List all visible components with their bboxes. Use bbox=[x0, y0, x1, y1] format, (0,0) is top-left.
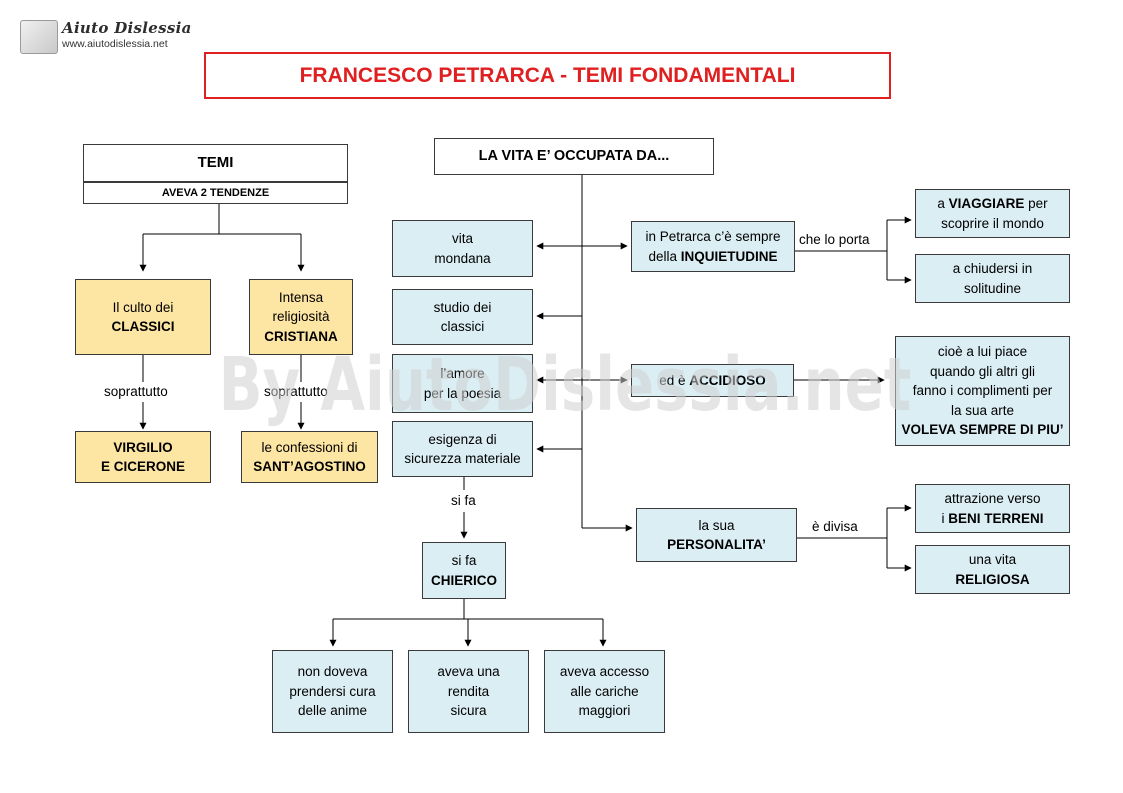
accidioso-line-b: ACCIDIOSO bbox=[689, 372, 766, 388]
sicurezza-box: esigenza di sicurezza materiale bbox=[392, 421, 533, 477]
complimenti-line-1: cioè a lui piace bbox=[937, 344, 1028, 360]
confessioni-line-1: le confessioni di bbox=[261, 439, 358, 455]
soprattutto-label-1: soprattutto bbox=[104, 384, 168, 399]
religiosita-box: Intensa religiosità CRISTIANA bbox=[249, 279, 353, 355]
accidioso-line-a: ed è bbox=[659, 372, 690, 388]
virgilio-box: VIRGILIO E CICERONE bbox=[75, 431, 211, 483]
tendenze-label: AVEVA 2 TENDENZE bbox=[161, 187, 270, 199]
rendita-line-2: rendita bbox=[447, 683, 490, 699]
rendita-box: aveva una rendita sicura bbox=[408, 650, 529, 733]
cariche-box: aveva accesso alle cariche maggiori bbox=[544, 650, 665, 733]
complimenti-box: cioè a lui piace quando gli altri gli fa… bbox=[895, 336, 1070, 446]
solitudine-box: a chiudersi in solitudine bbox=[915, 254, 1070, 303]
solitudine-line-1: a chiudersi in bbox=[952, 261, 1033, 276]
logo-name: Aiuto Dislessia bbox=[62, 19, 192, 37]
religiosa-line-2: RELIGIOSA bbox=[955, 571, 1030, 587]
chierico-line-2: CHIERICO bbox=[430, 572, 497, 588]
complimenti-line-5: VOLEVA SEMPRE DI PIU’ bbox=[901, 422, 1064, 438]
si-fa-label: si fa bbox=[451, 493, 476, 508]
anime-line-2: prendersi cura bbox=[289, 683, 376, 699]
beni-terreni-line-2a: i bbox=[941, 510, 949, 526]
beni-terreni-box: attrazione verso i BENI TERRENI bbox=[915, 484, 1070, 533]
religiosa-box: una vita RELIGIOSA bbox=[915, 545, 1070, 594]
classici-line-1: Il culto dei bbox=[112, 299, 174, 315]
viaggiare-line-1c: per bbox=[1024, 196, 1048, 211]
sicurezza-line-2: sicurezza materiale bbox=[404, 451, 521, 466]
religiosita-line-3: CRISTIANA bbox=[264, 328, 338, 344]
cariche-line-2: alle cariche bbox=[570, 683, 639, 699]
personalita-line-2: PERSONALITA’ bbox=[667, 537, 766, 552]
viaggiare-line-1a: a bbox=[937, 196, 949, 211]
anime-line-1: non doveva bbox=[297, 664, 368, 680]
personalita-line-1: la sua bbox=[698, 517, 735, 533]
viaggiare-line-1b: VIAGGIARE bbox=[948, 196, 1025, 211]
temi-box: TEMI bbox=[83, 144, 348, 182]
solitudine-line-2: solitudine bbox=[963, 280, 1022, 296]
vita-mondana-box: vita mondana bbox=[392, 220, 533, 277]
vita-mondana-line-2: mondana bbox=[434, 250, 491, 266]
site-logo[interactable]: Aiuto Dislessia www.aiutodislessia.net bbox=[20, 18, 191, 54]
e-divisa-label: è divisa bbox=[812, 519, 858, 534]
soprattutto-label-2: soprattutto bbox=[264, 384, 328, 399]
beni-terreni-line-1: attrazione verso bbox=[944, 491, 1041, 506]
amore-poesia-line-2: per la poesia bbox=[423, 385, 502, 401]
cariche-line-3: maggiori bbox=[578, 703, 631, 719]
rendita-line-3: sicura bbox=[450, 703, 487, 719]
vita-occupata-label: LA VITA E’ OCCUPATA DA... bbox=[478, 147, 670, 164]
religiosita-line-2: religiosità bbox=[272, 309, 330, 325]
amore-poesia-box: l’amore per la poesia bbox=[392, 354, 533, 413]
virgilio-line-2: E CICERONE bbox=[100, 459, 185, 474]
chierico-box: si fa CHIERICO bbox=[422, 542, 506, 599]
chierico-line-1: si fa bbox=[451, 553, 477, 568]
confessioni-line-2: SANT’AGOSTINO bbox=[253, 459, 366, 474]
virgilio-line-1: VIRGILIO bbox=[113, 439, 173, 455]
accidioso-box: ed è ACCIDIOSO bbox=[631, 364, 794, 397]
inquietudine-box: in Petrarca c’è sempre della INQUIETUDIN… bbox=[631, 221, 795, 272]
complimenti-line-3: fanno i complimenti per bbox=[912, 383, 1053, 399]
classici-box: Il culto dei CLASSICI bbox=[75, 279, 211, 355]
cariche-line-1: aveva accesso bbox=[559, 664, 650, 680]
amore-poesia-line-1: l’amore bbox=[440, 366, 485, 381]
che-lo-porta-label: che lo porta bbox=[799, 232, 870, 247]
complimenti-line-4: la sua arte bbox=[950, 402, 1015, 418]
logo-url: www.aiutodislessia.net bbox=[62, 38, 168, 50]
viaggiare-box: a VIAGGIARE per scoprire il mondo bbox=[915, 189, 1070, 238]
studio-classici-box: studio dei classici bbox=[392, 289, 533, 345]
complimenti-line-2: quando gli altri gli bbox=[929, 363, 1036, 379]
temi-label: TEMI bbox=[197, 154, 234, 172]
rendita-line-1: aveva una bbox=[437, 664, 500, 680]
vita-occupata-box: LA VITA E’ OCCUPATA DA... bbox=[434, 138, 714, 175]
sicurezza-line-1: esigenza di bbox=[428, 431, 497, 447]
book-icon bbox=[20, 20, 58, 54]
vita-mondana-line-1: vita bbox=[451, 231, 473, 246]
inquietudine-line-2b: INQUIETUDINE bbox=[680, 248, 778, 264]
religiosa-line-1: una vita bbox=[968, 552, 1017, 567]
tendenze-box: AVEVA 2 TENDENZE bbox=[83, 182, 348, 204]
personalita-box: la sua PERSONALITA’ bbox=[636, 508, 797, 562]
beni-terreni-line-2b: BENI TERRENI bbox=[948, 510, 1044, 526]
inquietudine-line-2a: della bbox=[648, 248, 681, 264]
studio-classici-line-2: classici bbox=[440, 319, 485, 334]
inquietudine-line-1: in Petrarca c’è sempre bbox=[645, 229, 781, 244]
viaggiare-line-2: scoprire il mondo bbox=[941, 215, 1044, 231]
confessioni-box: le confessioni di SANT’AGOSTINO bbox=[241, 431, 378, 483]
studio-classici-line-1: studio dei bbox=[433, 299, 492, 315]
anime-line-3: delle anime bbox=[297, 703, 368, 719]
anime-box: non doveva prendersi cura delle anime bbox=[272, 650, 393, 733]
page-title: FRANCESCO PETRARCA - TEMI FONDAMENTALI bbox=[204, 52, 891, 99]
religiosita-line-1: Intensa bbox=[278, 289, 324, 305]
classici-line-2: CLASSICI bbox=[111, 319, 175, 334]
